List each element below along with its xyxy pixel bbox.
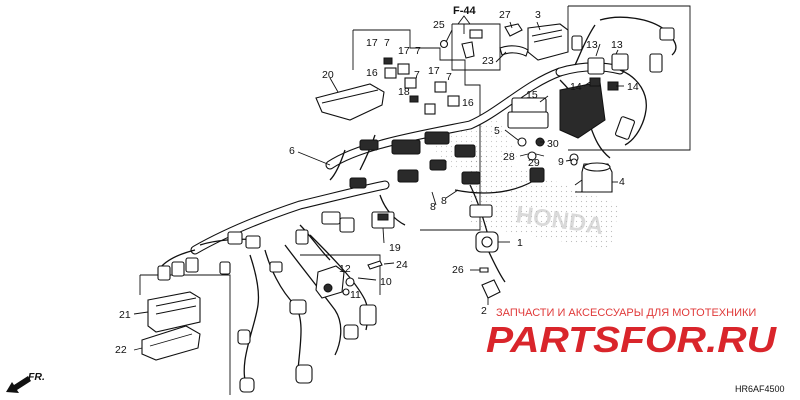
callout-17b: 17 — [398, 45, 410, 57]
callout-13b: 13 — [611, 39, 623, 51]
callout-17a: 17 — [366, 37, 378, 49]
callout-27: 27 — [499, 9, 511, 21]
watermark-tagline: ЗАПЧАСТИ И АКСЕССУАРЫ ДЛЯ МОТОТЕХНИКИ — [496, 307, 756, 319]
reference-arrow — [457, 15, 471, 34]
callout-13a: 13 — [586, 39, 598, 51]
callout-24: 24 — [396, 259, 408, 271]
callout-7c: 7 — [446, 71, 452, 83]
callout-29: 29 — [528, 157, 540, 169]
callout-4: 4 — [619, 176, 625, 188]
callout-25: 25 — [433, 19, 445, 31]
callout-1: 1 — [517, 237, 523, 249]
callout-14a: 14 — [570, 81, 582, 93]
callout-18: 18 — [398, 86, 410, 98]
callout-16a: 16 — [366, 67, 378, 79]
callout-7a: 7 — [384, 37, 390, 49]
callout-numbers: 1 2 3 4 5 6 7 7 7 7 8 8 9 10 11 12 13 13… — [115, 9, 639, 356]
site-watermark: ЗАПЧАСТИ И АКСЕССУАРЫ ДЛЯ МОТОТЕХНИКИ PA… — [486, 307, 777, 360]
reference-label: F-44 — [453, 5, 477, 17]
callout-23: 23 — [482, 55, 494, 67]
callout-9: 9 — [558, 156, 564, 168]
callout-2: 2 — [481, 305, 487, 317]
watermark-brand: PARTSFOR.RU — [486, 319, 777, 360]
callout-8b: 8 — [441, 195, 447, 207]
front-arrow-icon — [6, 376, 31, 393]
callout-15: 15 — [526, 89, 538, 101]
callout-8a: 8 — [430, 201, 436, 213]
callout-28: 28 — [503, 151, 515, 163]
callout-19: 19 — [389, 242, 401, 254]
callout-12: 12 — [339, 263, 351, 275]
callout-16b: 16 — [462, 97, 474, 109]
callout-14b: 14 — [627, 81, 639, 93]
parts — [141, 23, 675, 393]
callout-7b: 7 — [415, 45, 421, 57]
leader-lines — [133, 21, 624, 351]
callout-17c: 17 — [428, 65, 440, 77]
callout-11: 11 — [350, 289, 361, 301]
callout-10: 10 — [380, 276, 392, 288]
faint-watermark: HONDA — [420, 120, 620, 250]
front-label: FR. — [28, 371, 45, 383]
callout-7d: 7 — [414, 69, 420, 81]
callout-3: 3 — [535, 9, 541, 21]
callout-21: 21 — [119, 309, 131, 321]
diagram-code: HR6AF4500 — [735, 384, 785, 394]
callout-22: 22 — [115, 344, 127, 356]
callout-6: 6 — [289, 145, 295, 157]
callout-5: 5 — [494, 125, 500, 137]
callout-20: 20 — [322, 69, 334, 81]
callout-26: 26 — [452, 264, 464, 276]
callout-30: 30 — [547, 138, 559, 150]
